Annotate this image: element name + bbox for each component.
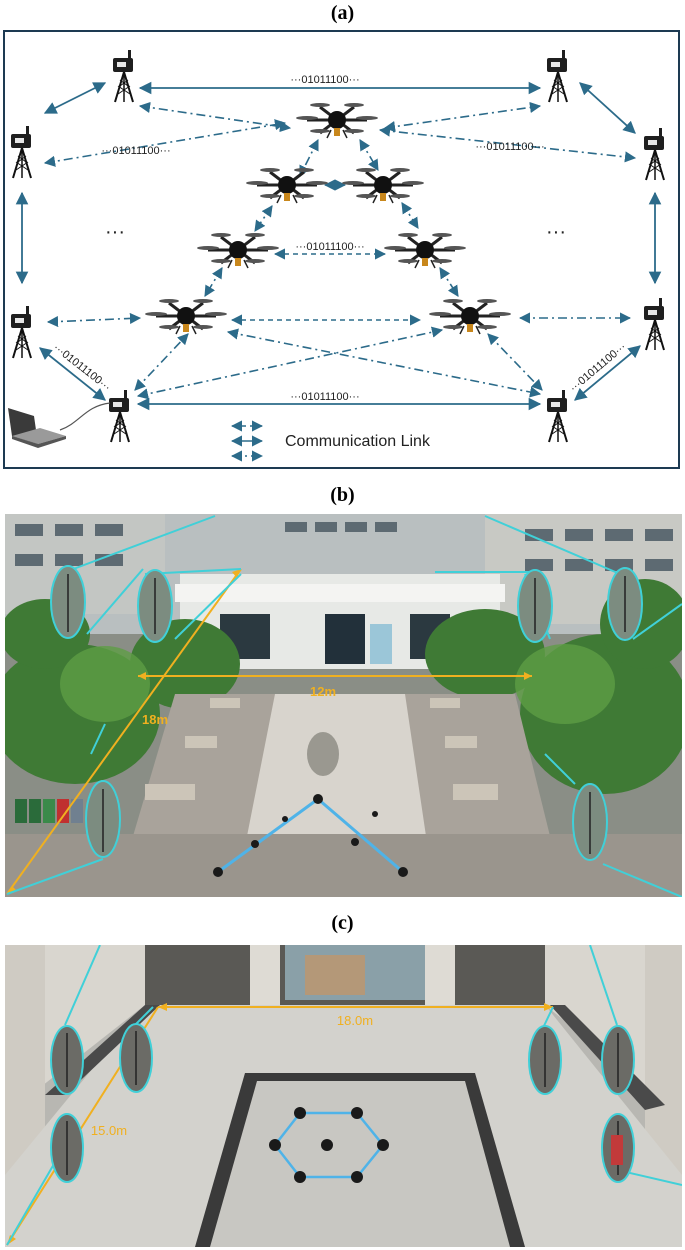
legend-label: Communication Link <box>285 433 431 450</box>
length-dimension-label: 18m <box>142 712 168 727</box>
ellipsis-right: ··· <box>546 221 566 243</box>
bits-label-right: ···01011100··· <box>475 141 544 153</box>
width-dimension-label: 12m <box>310 684 336 699</box>
courtyard-photo: 12m 18m <box>5 514 682 897</box>
bits-label-left: ···01011100··· <box>101 145 170 157</box>
ellipsis-left: ··· <box>105 221 125 243</box>
bits-label-bottom: ···01011100··· <box>290 391 359 403</box>
bits-label-center: ···01011100··· <box>295 241 364 253</box>
width-dimension-label: 18.0m <box>337 1013 373 1028</box>
indoor-hall-photo: 18.0m 15.0m <box>5 945 682 1247</box>
panel-c-label: (c) <box>331 912 354 934</box>
panel-a-label: (a) <box>330 2 355 24</box>
legend <box>230 420 264 462</box>
panel-b-label: (b) <box>330 484 355 506</box>
communication-diagram: ···01011100··· ···01011100··· ···0101110… <box>3 30 680 469</box>
bits-label-top: ···01011100··· <box>290 74 359 86</box>
laptop-icon <box>8 408 66 448</box>
length-dimension-label: 15.0m <box>91 1123 127 1138</box>
